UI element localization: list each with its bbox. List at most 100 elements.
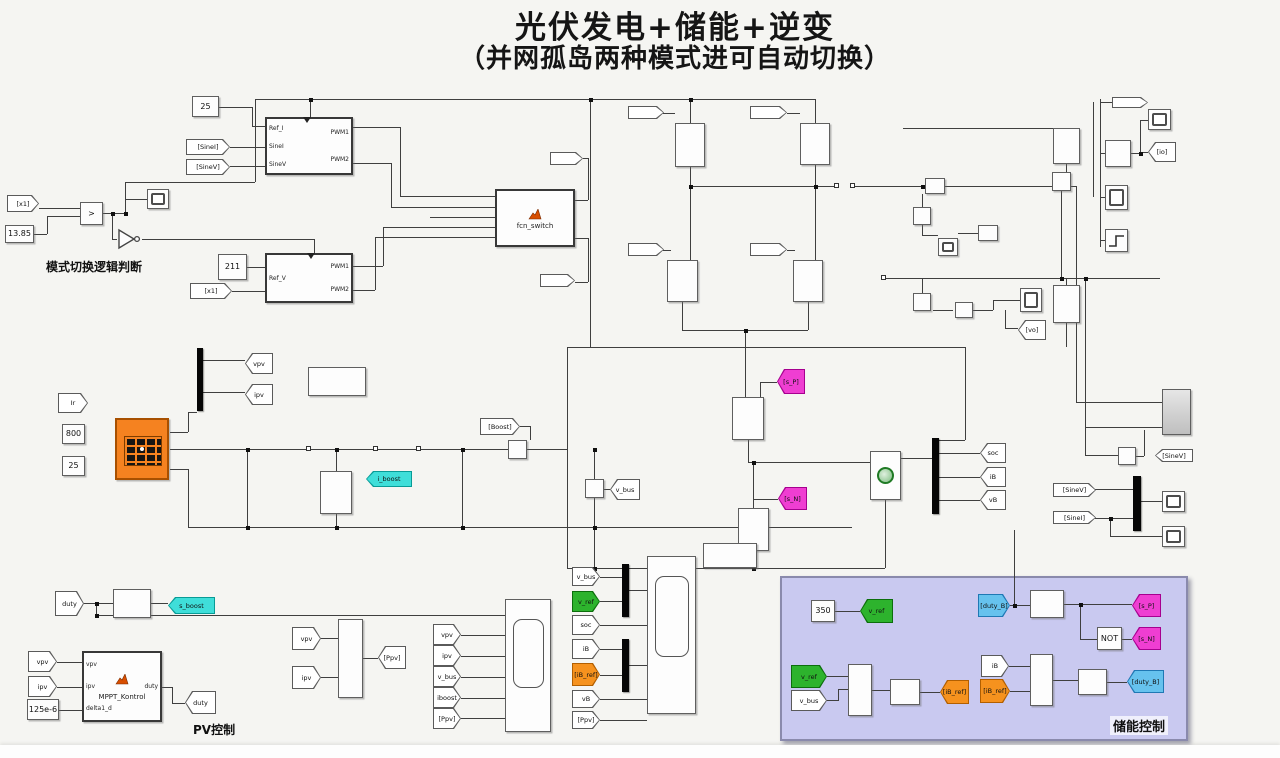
from-tag-iBref[interactable]: [iB_ref] — [572, 663, 600, 686]
const-13-85[interactable]: 13.85 — [5, 225, 34, 243]
from-tag-iBref[interactable]: [iB_ref] — [980, 679, 1010, 703]
from-tag-vbus[interactable]: v_bus — [572, 567, 600, 586]
goto-tag-sN[interactable]: [s_N] — [778, 487, 807, 510]
from-tag-SineI[interactable]: [SineI] — [1053, 511, 1096, 524]
goto-tag-sP[interactable]: [s_P] — [777, 369, 805, 394]
meas-block-6[interactable] — [1052, 172, 1071, 191]
from-tag-vbus[interactable]: v_bus — [791, 690, 827, 711]
from-tag-Ppv[interactable]: [Ppv] — [433, 708, 461, 729]
scope-2[interactable] — [938, 238, 958, 256]
from-tag-ipv[interactable]: ipv — [433, 645, 461, 666]
scope-4[interactable] — [1148, 109, 1171, 130]
from-tag-iboost[interactable]: iboost — [433, 687, 461, 708]
goto-tag-vB[interactable]: vB — [980, 490, 1006, 510]
from-tag-vref[interactable]: v_ref — [572, 591, 600, 612]
goto-tag-vpv[interactable]: vpv — [245, 353, 273, 374]
from-tag[interactable] — [1112, 97, 1148, 108]
small-rect[interactable] — [703, 543, 757, 568]
goto-tag-SineV[interactable]: [SineV] — [1155, 449, 1193, 462]
from-tag-vpv[interactable]: vpv — [28, 651, 57, 672]
mux-bar[interactable] — [622, 639, 629, 692]
meas-block-2[interactable] — [913, 207, 931, 225]
from-tag-ipv[interactable]: ipv — [292, 666, 321, 689]
scope-pv-big[interactable] — [505, 599, 551, 732]
from-tag-Boost[interactable]: [Boost] — [480, 418, 520, 435]
pv-array[interactable] — [115, 418, 169, 480]
mux-bar[interactable] — [622, 564, 629, 617]
goto-tag-dutyB[interactable]: [duty_B] — [1127, 670, 1164, 693]
from-tag-vB[interactable]: vB — [572, 690, 600, 708]
const-211[interactable]: 211 — [218, 254, 247, 280]
not-2[interactable]: NOT — [1097, 627, 1122, 650]
const-125e-6[interactable]: 125e-6 — [27, 699, 59, 720]
from-tag-vpv[interactable]: vpv — [292, 627, 321, 650]
product-ppv[interactable] — [338, 619, 363, 698]
from-tag-dutyB[interactable]: [duty_B] — [978, 594, 1010, 617]
from-tag-SineI[interactable]: [SineI] — [186, 139, 230, 155]
goto-tag-Ppv[interactable]: [Ppv] — [378, 646, 406, 669]
from-tag-x1[interactable]: [x1] — [7, 195, 39, 212]
from-tag[interactable] — [750, 243, 787, 256]
from-tag[interactable] — [550, 152, 583, 165]
goto-tag-iBref[interactable]: [iB_ref] — [940, 680, 969, 704]
const-25-top[interactable]: 25 — [192, 96, 219, 117]
from-tag-vpv[interactable]: vpv — [433, 624, 461, 645]
goto-tag-iB[interactable]: iB — [980, 467, 1006, 487]
from-tag-Ir[interactable]: Ir — [58, 393, 88, 413]
rlc-branch-2[interactable] — [1053, 285, 1080, 323]
from-tag-iB[interactable]: iB — [572, 639, 600, 659]
sum-2[interactable] — [1030, 654, 1053, 706]
mux-bar[interactable] — [197, 348, 203, 411]
pll[interactable] — [1162, 389, 1191, 435]
goto-tag-vref[interactable]: v_ref — [860, 599, 893, 623]
goto-tag-vbus[interactable]: v_bus — [610, 479, 640, 500]
sum-1[interactable] — [848, 664, 872, 716]
goto-tag-sboost[interactable]: s_boost — [168, 597, 215, 614]
scope-7[interactable] — [1162, 526, 1185, 547]
mux-bar[interactable] — [932, 438, 939, 514]
goto-tag-sP[interactable]: [s_P] — [1132, 594, 1161, 617]
goto-tag-soc[interactable]: soc — [980, 443, 1006, 463]
from-tag-ipv[interactable]: ipv — [28, 676, 57, 697]
step-source[interactable] — [1105, 229, 1128, 252]
from-tag-iB[interactable]: iB — [981, 655, 1009, 677]
boost-switch[interactable] — [508, 440, 527, 459]
from-tag[interactable] — [628, 106, 664, 119]
duty-pwm-block[interactable] — [113, 589, 151, 618]
powergui[interactable] — [308, 367, 366, 396]
mux-bar[interactable] — [1133, 476, 1141, 531]
battery[interactable] — [870, 451, 901, 500]
goto-tag-io[interactable]: [io] — [1148, 142, 1176, 162]
const-25-pv[interactable]: 25 — [62, 456, 85, 476]
scope-6[interactable] — [1162, 491, 1185, 512]
const-350[interactable]: 350 — [811, 600, 835, 622]
scope-mode[interactable] — [147, 189, 169, 209]
const-800[interactable]: 800 — [62, 424, 85, 444]
scope-5[interactable] — [1105, 185, 1128, 210]
from-tag-duty[interactable]: duty — [55, 591, 84, 616]
goto-tag-sN[interactable]: [s_N] — [1132, 627, 1161, 650]
igbt-4[interactable] — [793, 260, 823, 302]
meas-block-5[interactable] — [955, 302, 973, 318]
goto-tag-iboost[interactable]: i_boost — [366, 471, 412, 487]
not-gate[interactable] — [117, 228, 142, 250]
from-tag-x1[interactable]: [x1] — [190, 283, 232, 299]
scope-batt-big[interactable] — [647, 556, 696, 714]
igbt-3[interactable] — [667, 260, 698, 302]
from-tag-SineV[interactable]: [SineV] — [186, 159, 230, 175]
current-meas[interactable] — [925, 178, 945, 194]
goto-tag-ipv[interactable]: ipv — [245, 384, 273, 405]
igbt-1[interactable] — [675, 123, 705, 167]
from-tag[interactable] — [628, 243, 664, 256]
vbus-meas[interactable] — [585, 479, 604, 498]
from-tag-SineV[interactable]: [SineV] — [1053, 483, 1096, 497]
pid-1[interactable] — [890, 679, 920, 705]
from-tag-soc[interactable]: soc — [572, 615, 600, 635]
from-tag-Ppv[interactable]: [Ppv] — [572, 711, 600, 729]
boost-inductor[interactable] — [320, 471, 352, 514]
rlc-branch-1[interactable] — [1053, 128, 1080, 164]
relay-block[interactable] — [1030, 590, 1064, 618]
